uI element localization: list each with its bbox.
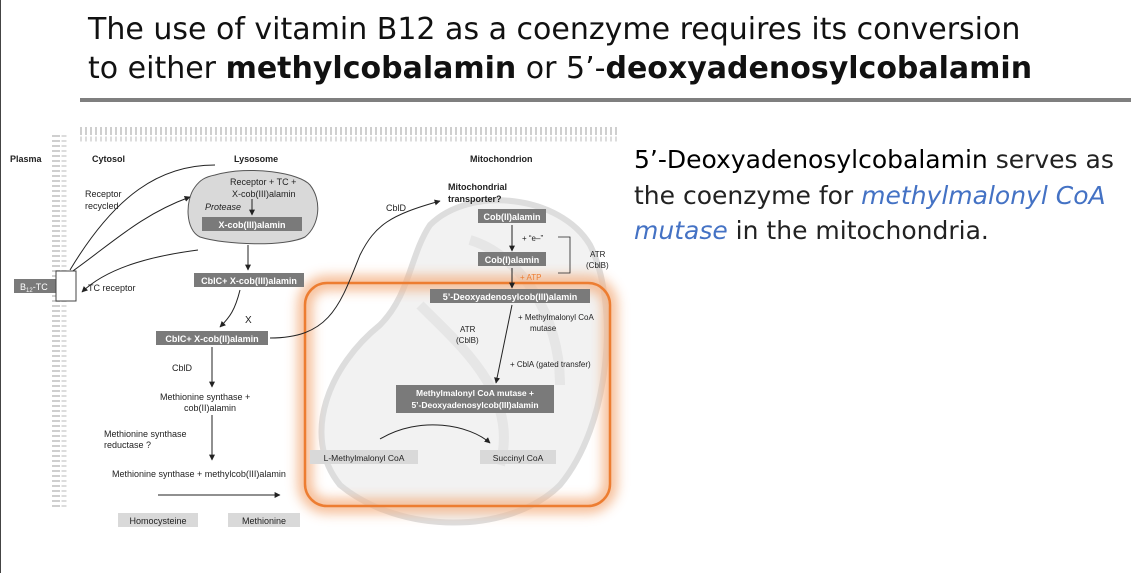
sidebar-bold: 5’-Deoxyadenosylcobalamin bbox=[634, 145, 988, 174]
title-divider bbox=[80, 98, 1131, 102]
title-line-1: The use of vitamin B12 as a coenzyme req… bbox=[88, 12, 1021, 47]
title-line-2: to either methylcobalamin or 5’-deoxyade… bbox=[88, 49, 1098, 88]
label-receptor-recycled-1: Receptor bbox=[85, 189, 122, 199]
box-deoxy bbox=[430, 289, 590, 303]
label-atr-mid-1: ATR bbox=[460, 325, 476, 334]
label-atr-right-2: (CblB) bbox=[586, 261, 609, 270]
label-tc-receptor: TC receptor bbox=[88, 283, 136, 293]
label-transporter-2: transporter? bbox=[448, 194, 502, 204]
label-atr-right-1: ATR bbox=[590, 250, 606, 259]
title-bold-methylcobalamin: methylcobalamin bbox=[225, 51, 517, 86]
label-protease: Protease bbox=[205, 202, 241, 212]
label-cbld-top: CblD bbox=[386, 203, 407, 213]
box-homocysteine bbox=[118, 513, 198, 527]
label-plus-mmcoa-1: + Methylmalonyl CoA bbox=[518, 313, 594, 322]
label-deoxy: 5’-Deoxyadenosylcob(III)alamin bbox=[443, 292, 578, 302]
slide-left-edge bbox=[0, 0, 1, 573]
label-plus-mmcoa-2: mutase bbox=[530, 324, 557, 333]
box-mmcoa-complex bbox=[396, 385, 554, 413]
label-homocysteine: Homocysteine bbox=[129, 516, 186, 526]
header-mitochondrion: Mitochondrion bbox=[470, 154, 533, 164]
label-plus-atp: + ATP bbox=[520, 273, 541, 282]
b12-pathway-diagram: Plasma Cytosol Lysosome Mitochondrion Re… bbox=[10, 127, 620, 527]
sidebar-mid: serves as the coenzyme for bbox=[634, 145, 1114, 210]
label-x-mark: X bbox=[245, 315, 252, 326]
box-cob1 bbox=[478, 252, 546, 266]
label-ms-cob2-1: Methionine synthase + bbox=[160, 392, 250, 402]
label-atr-mid-2: (CblB) bbox=[456, 336, 479, 345]
label-plus-e: + “e–” bbox=[522, 234, 543, 243]
box-cblc-x-cob2 bbox=[156, 331, 268, 345]
label-ms-cob2-2: cob(II)alamin bbox=[184, 403, 236, 413]
header-cytosol: Cytosol bbox=[92, 154, 125, 164]
box-succinyl bbox=[480, 450, 556, 464]
label-ms-reductase-2: reductase ? bbox=[104, 440, 151, 450]
label-ms-methylcob: Methionine synthase + methylcob(III)alam… bbox=[112, 469, 286, 479]
label-b12-tc: B12-TC bbox=[20, 282, 48, 294]
highlight-region bbox=[298, 276, 617, 513]
label-succinyl: Succinyl CoA bbox=[493, 453, 544, 463]
label-plus-cbla: + CblA (gated transfer) bbox=[510, 360, 591, 369]
title-text-mid: or 5’- bbox=[516, 51, 606, 86]
label-cbld-left: CblD bbox=[172, 363, 193, 373]
label-methylmalonyl: L-Methylmalonyl CoA bbox=[324, 453, 405, 463]
box-cob2 bbox=[478, 209, 546, 223]
label-cblc-x-cob3: CblC+ X-cob(III)alamin bbox=[201, 276, 297, 286]
plasma-membrane bbox=[52, 127, 620, 510]
label-x-cob3: X-cob(III)alamin bbox=[218, 220, 285, 230]
label-ms-reductase-1: Methionine synthase bbox=[104, 429, 187, 439]
sidebar-text: 5’-Deoxyadenosylcobalamin serves as the … bbox=[634, 142, 1126, 249]
header-lysosome: Lysosome bbox=[234, 154, 278, 164]
tc-receptor-shape bbox=[55, 270, 77, 302]
box-methionine bbox=[228, 513, 300, 527]
box-methylmalonyl bbox=[310, 450, 418, 464]
label-cob2: Cob(II)alamin bbox=[483, 212, 540, 222]
label-receptor-tc-2: X-cob(III)alamin bbox=[232, 189, 296, 199]
label-receptor-recycled-2: recycled bbox=[85, 201, 119, 211]
sidebar-tail: in the mitochondria. bbox=[727, 216, 989, 245]
title-text-prefix: to either bbox=[88, 51, 226, 86]
box-cblc-x-cob3 bbox=[194, 273, 304, 287]
label-mmcoa-complex-2: 5’-Deoxyadenosylcob(III)alamin bbox=[411, 400, 538, 410]
label-transporter-1: Mitochondrial bbox=[448, 182, 507, 192]
box-b12-tc bbox=[14, 279, 56, 293]
title-bold-deoxy: deoxyadenosylcobalamin bbox=[605, 51, 1033, 86]
box-x-cob3 bbox=[202, 217, 302, 231]
label-cob1: Cob(I)alamin bbox=[485, 255, 540, 265]
sidebar-enzyme: methylmalonyl CoA mutase bbox=[634, 180, 1106, 246]
label-receptor-tc-1: Receptor + TC + bbox=[230, 177, 296, 187]
slide-title: The use of vitamin B12 as a coenzyme req… bbox=[88, 10, 1098, 88]
header-plasma: Plasma bbox=[10, 154, 43, 164]
label-methionine: Methionine bbox=[242, 516, 286, 526]
label-cblc-x-cob2: CblC+ X-cob(II)alamin bbox=[165, 334, 258, 344]
label-mmcoa-complex-1: Methylmalonyl CoA mutase + bbox=[416, 388, 534, 398]
